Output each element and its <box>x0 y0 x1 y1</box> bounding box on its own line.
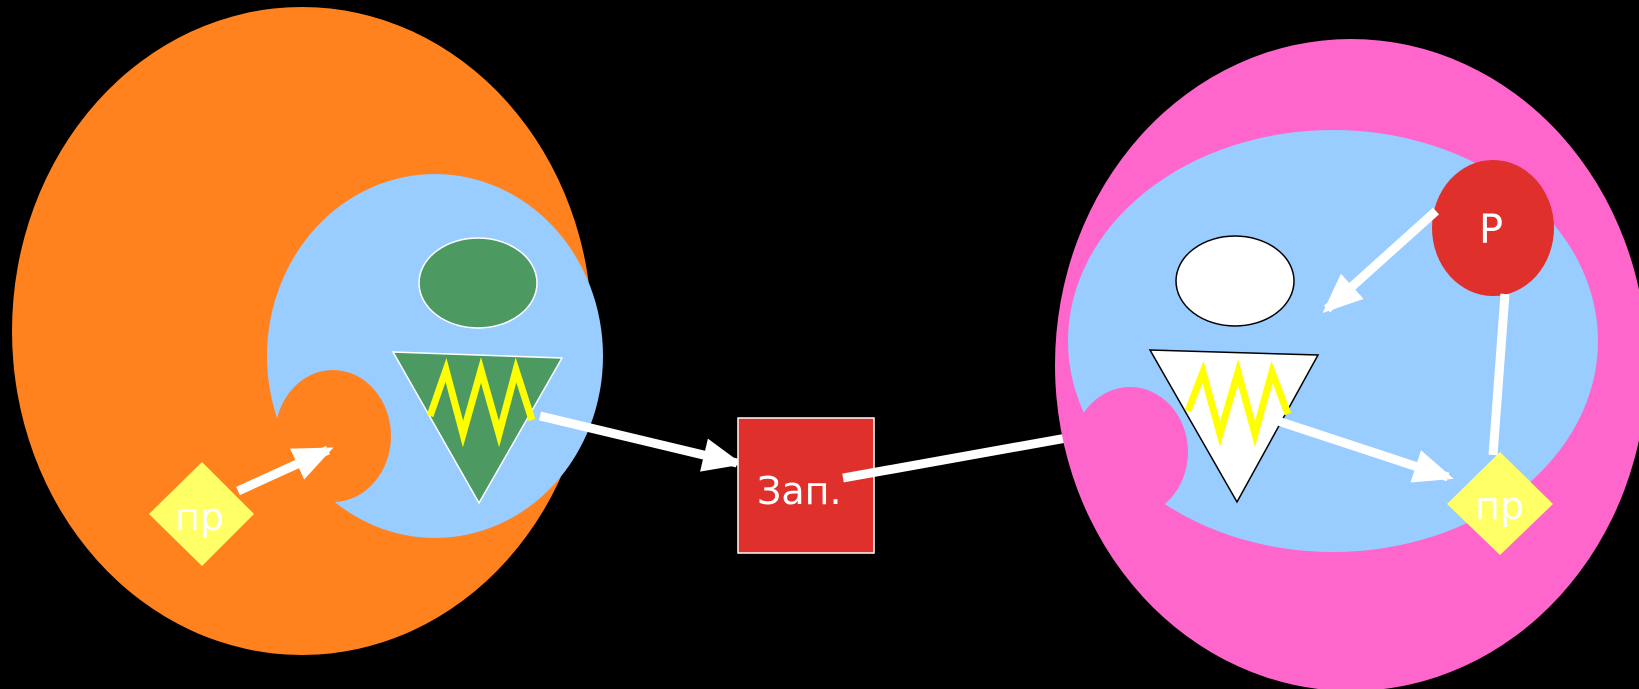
left-zigzag <box>426 357 536 448</box>
right-diamond-label: пр <box>1475 484 1524 528</box>
red-node-p <box>1432 160 1554 296</box>
signal-box-label: Зап. <box>757 469 842 513</box>
right-zigzag <box>1184 359 1292 448</box>
line-p-to-diamond <box>1488 293 1510 456</box>
arrow-p-to-oval <box>1322 207 1440 314</box>
right-cell: P пр <box>1055 39 1639 689</box>
right-nucleus-oval <box>1175 235 1295 327</box>
arrow-left-to-box <box>538 411 743 472</box>
left-nucleus-oval <box>418 237 538 329</box>
middle-signal: Зап. <box>538 411 1106 554</box>
red-node-label: P <box>1479 207 1503 253</box>
left-diamond-label: пр <box>175 495 224 539</box>
arrow-box-to-right <box>842 421 1106 483</box>
arrow-triangle-to-diamond <box>1276 416 1454 483</box>
signal-box <box>737 417 875 554</box>
left-arrow-diamond-to-pocket <box>236 445 334 496</box>
right-cell-pocket <box>1072 387 1188 517</box>
left-diamond <box>149 462 254 566</box>
left-cell: пр <box>12 7 603 655</box>
left-cell-pocket <box>275 370 391 502</box>
right-diamond <box>1447 452 1553 555</box>
